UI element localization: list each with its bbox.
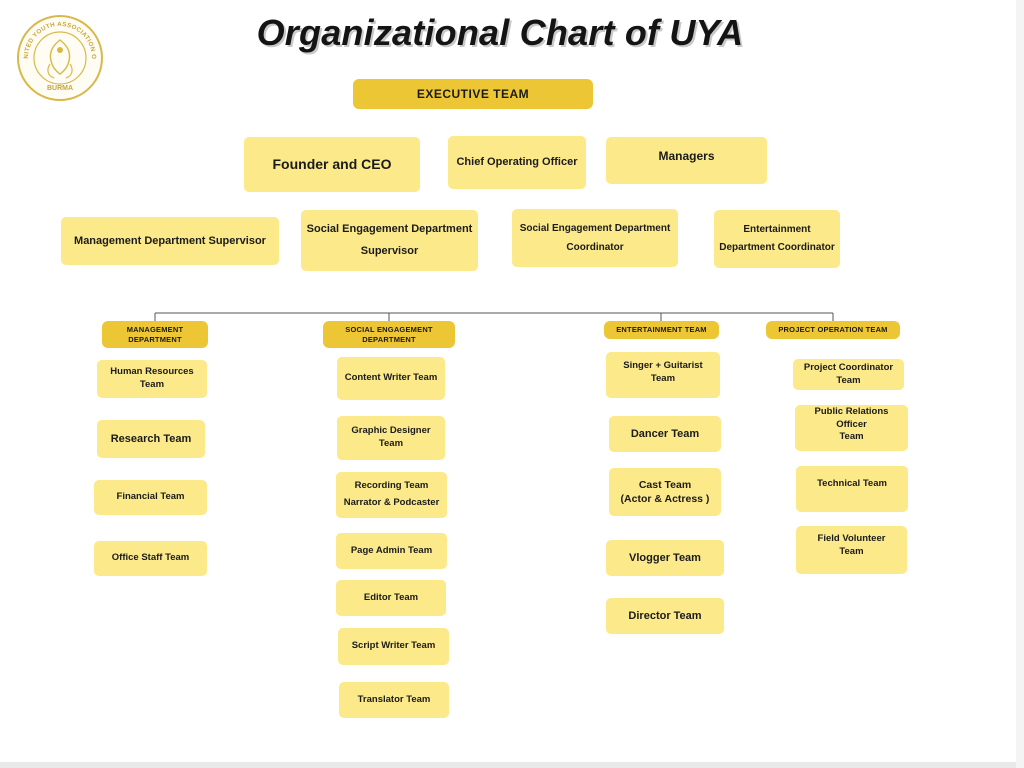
team-box-financial: Financial Team bbox=[94, 480, 207, 515]
team-box-script-writer: Script Writer Team bbox=[338, 628, 449, 665]
department-header-social-engagement: SOCIAL ENGAGEMENT DEPARTMENT bbox=[323, 321, 455, 348]
founder-ceo-box: Founder and CEO bbox=[244, 137, 420, 192]
entertainment-coordinator-box: Entertainment Department Coordinator bbox=[714, 210, 840, 268]
svg-text:BURMA: BURMA bbox=[47, 85, 73, 92]
team-box-project-coordinator: Project Coordinator Team bbox=[793, 359, 904, 390]
page-bottom-border bbox=[0, 762, 1024, 768]
team-box-field-volunteer: Field Volunteer Team bbox=[796, 526, 907, 574]
team-box-content-writer: Content Writer Team bbox=[337, 357, 445, 400]
department-header-entertainment: ENTERTAINMENT TEAM bbox=[604, 321, 719, 339]
managers-box: Managers bbox=[606, 137, 767, 184]
team-box-public-relations: Public Relations Officer Team bbox=[795, 405, 908, 451]
social-engagement-coordinator-box: Social Engagement Department Coordinator bbox=[512, 209, 678, 267]
management-supervisor-box: Management Department Supervisor bbox=[61, 217, 279, 265]
chart-title: Organizational Chart of UYA bbox=[256, 12, 744, 53]
uya-seal-logo-icon: UNITED YOUTH ASSOCIATION OF BURMA bbox=[16, 14, 103, 101]
team-box-singer-guitarist: Singer + Guitarist Team bbox=[606, 352, 720, 398]
department-header-project-operation: PROJECT OPERATION TEAM bbox=[766, 321, 900, 339]
team-box-translator: Translator Team bbox=[339, 682, 449, 718]
team-box-research: Research Team bbox=[97, 420, 205, 458]
team-box-cast: Cast Team (Actor & Actress ) bbox=[609, 468, 721, 516]
team-box-dancer: Dancer Team bbox=[609, 416, 721, 452]
team-box-technical: Technical Team bbox=[796, 466, 908, 512]
social-engagement-supervisor-box: Social Engagement Department Supervisor bbox=[301, 210, 478, 271]
department-header-management: MANAGEMENT DEPARTMENT bbox=[102, 321, 208, 348]
page-right-border bbox=[1016, 0, 1024, 768]
coo-box: Chief Operating Officer bbox=[448, 136, 586, 189]
team-box-director: Director Team bbox=[606, 598, 724, 634]
team-box-vlogger: Vlogger Team bbox=[606, 540, 724, 576]
executive-team-header: EXECUTIVE TEAM bbox=[353, 79, 593, 109]
team-box-page-admin: Page Admin Team bbox=[336, 533, 447, 569]
team-box-human-resources: Human Resources Team bbox=[97, 360, 207, 398]
team-box-graphic-designer: Graphic Designer Team bbox=[337, 416, 445, 460]
team-box-recording: Recording Team Narrator & Podcaster bbox=[336, 472, 447, 518]
team-box-office-staff: Office Staff Team bbox=[94, 541, 207, 576]
team-box-editor: Editor Team bbox=[336, 580, 446, 616]
